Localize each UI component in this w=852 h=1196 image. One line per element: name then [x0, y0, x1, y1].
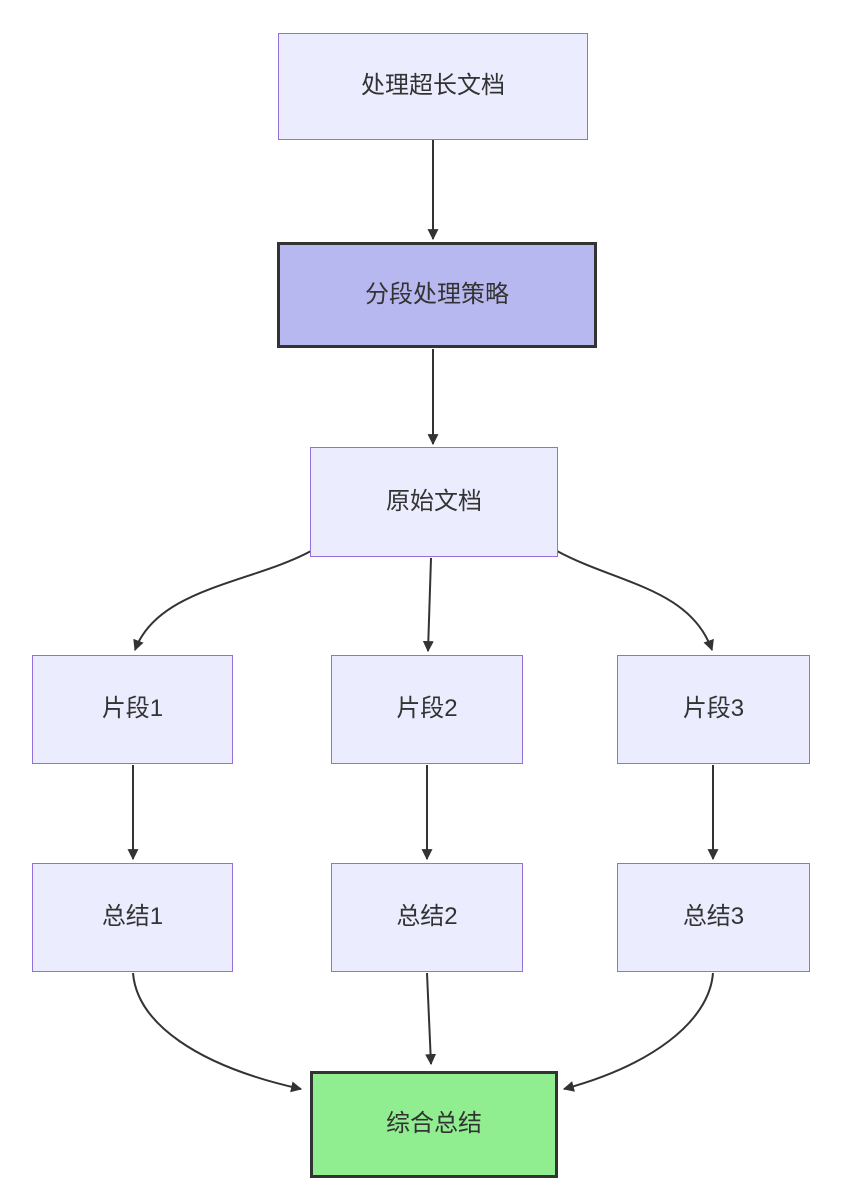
node-summary-1: 总结1	[32, 863, 233, 972]
edge-summary-2-to-combined	[425, 972, 437, 1066]
node-original-doc: 原始文档	[310, 447, 558, 557]
node-segment-strategy: 分段处理策略	[277, 242, 597, 348]
node-fragment-3: 片段3	[617, 655, 810, 764]
node-combined-summary: 综合总结	[310, 1071, 558, 1178]
node-fragment-1: 片段1	[32, 655, 233, 764]
edge-summary-1-to-combined	[132, 972, 303, 1093]
edge-original-to-fragment-2	[422, 557, 434, 653]
node-fragment-2: 片段2	[331, 655, 523, 764]
node-process-long-doc: 处理超长文档	[278, 33, 588, 140]
node-summary-2: 总结2	[331, 863, 523, 972]
edge-summary-3-to-combined	[562, 972, 714, 1092]
node-summary-3: 总结3	[617, 863, 810, 972]
edge-original-to-fragment-3	[556, 550, 714, 652]
edge-original-to-fragment-1	[133, 550, 312, 652]
